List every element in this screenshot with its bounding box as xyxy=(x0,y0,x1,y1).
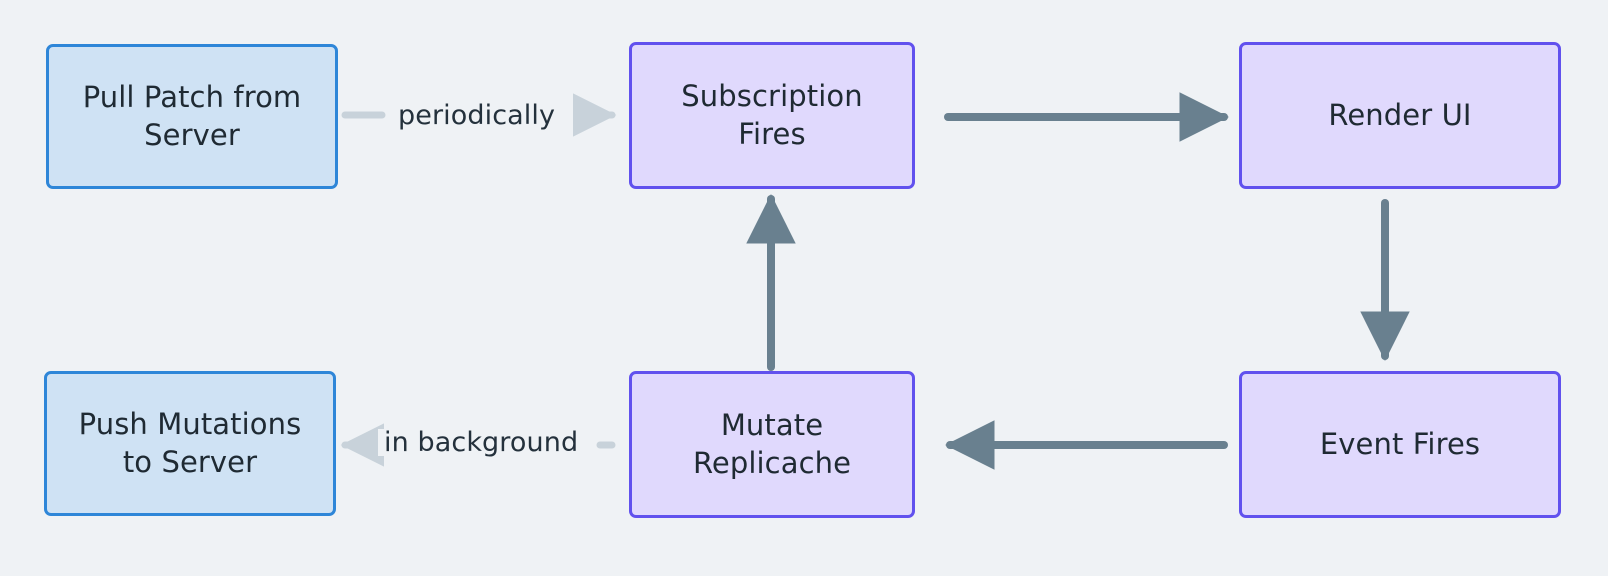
node-label: Event Fires xyxy=(1319,426,1481,461)
edge-label-in-background: in background xyxy=(378,429,585,456)
node-render-ui[interactable]: Render UI xyxy=(1239,42,1561,189)
node-pull-patch-from-server[interactable]: Pull Patch from Server xyxy=(46,44,338,189)
node-event-fires[interactable]: Event Fires xyxy=(1239,371,1561,518)
node-subscription-fires[interactable]: Subscription Fires xyxy=(629,42,915,189)
node-label: Mutate Replicache xyxy=(692,408,852,480)
node-label: Subscription Fires xyxy=(681,79,863,151)
edge-label-periodically: periodically xyxy=(392,102,562,129)
node-push-mutations-to-server[interactable]: Push Mutations to Server xyxy=(44,371,336,516)
node-mutate-replicache[interactable]: Mutate Replicache xyxy=(629,371,915,518)
node-label: Push Mutations to Server xyxy=(78,407,302,479)
node-label: Pull Patch from Server xyxy=(82,80,302,152)
node-label: Render UI xyxy=(1328,97,1472,132)
